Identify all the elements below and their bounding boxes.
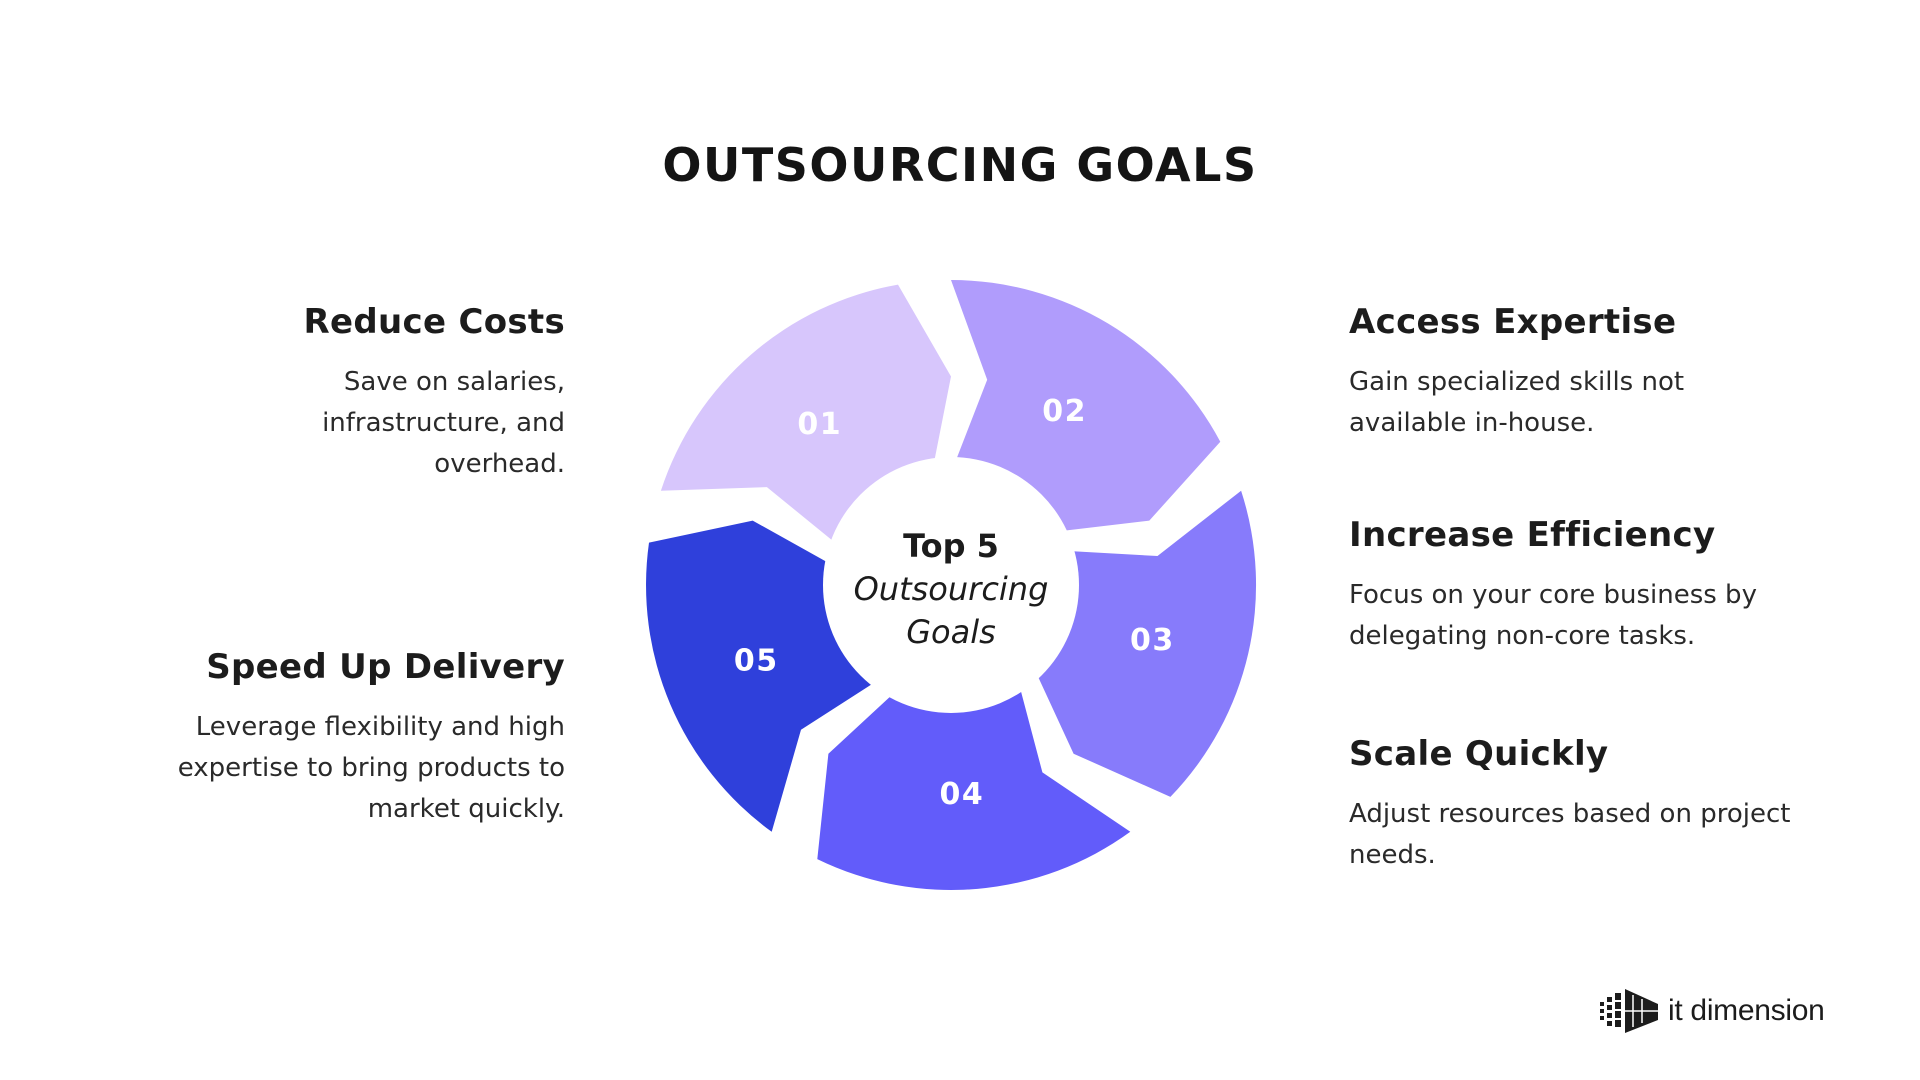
cycle-segment-04: [817, 675, 1131, 891]
goal-title: Scale Quickly: [1349, 734, 1609, 774]
it-dimension-logo-icon: [1600, 989, 1658, 1033]
goal-title: Speed Up Delivery: [206, 647, 565, 687]
goal-description: Focus on your core business by delegatin…: [1349, 580, 1757, 651]
center-circle: [823, 457, 1079, 713]
segment-number-01: 01: [797, 407, 842, 442]
goal-title: Access Expertise: [1349, 302, 1677, 342]
goal-title: Reduce Costs: [303, 302, 565, 342]
brand-name: it dimension: [1668, 994, 1825, 1027]
goal-increase-efficiency: Increase Efficiency Focus on your core b…: [1349, 515, 1769, 657]
center-subtitle-line2: Goals: [906, 613, 996, 651]
goal-description: Save on salaries, infrastructure, and ov…: [322, 367, 565, 479]
goal-description: Adjust resources based on project needs.: [1349, 799, 1791, 870]
cycle-segment-02: [951, 280, 1221, 533]
center-subtitle-line1: Outsourcing: [854, 570, 1049, 608]
goal-title: Increase Efficiency: [1349, 515, 1716, 555]
goal-description: Gain specialized skills not available in…: [1349, 367, 1685, 438]
brand-logo: it dimension: [1598, 987, 1825, 1035]
segment-number-03: 03: [1130, 623, 1175, 658]
goal-reduce-costs: Reduce Costs Save on salaries, infrastru…: [145, 302, 565, 485]
goal-access-expertise: Access Expertise Gain specialized skills…: [1349, 302, 1769, 444]
cycle-segment-03: [1031, 490, 1257, 797]
goal-speed-up-delivery: Speed Up Delivery Leverage flexibility a…: [145, 647, 565, 830]
goal-description: Leverage flexibility and high expertise …: [177, 712, 565, 824]
segment-number-04: 04: [940, 777, 985, 812]
goal-scale-quickly: Scale Quickly Adjust resources based on …: [1349, 734, 1790, 876]
center-title: Top 5: [903, 527, 999, 565]
page-title: OUTSOURCING GOALS: [662, 138, 1258, 192]
segment-number-05: 05: [734, 644, 779, 679]
segment-number-02: 02: [1042, 394, 1087, 429]
